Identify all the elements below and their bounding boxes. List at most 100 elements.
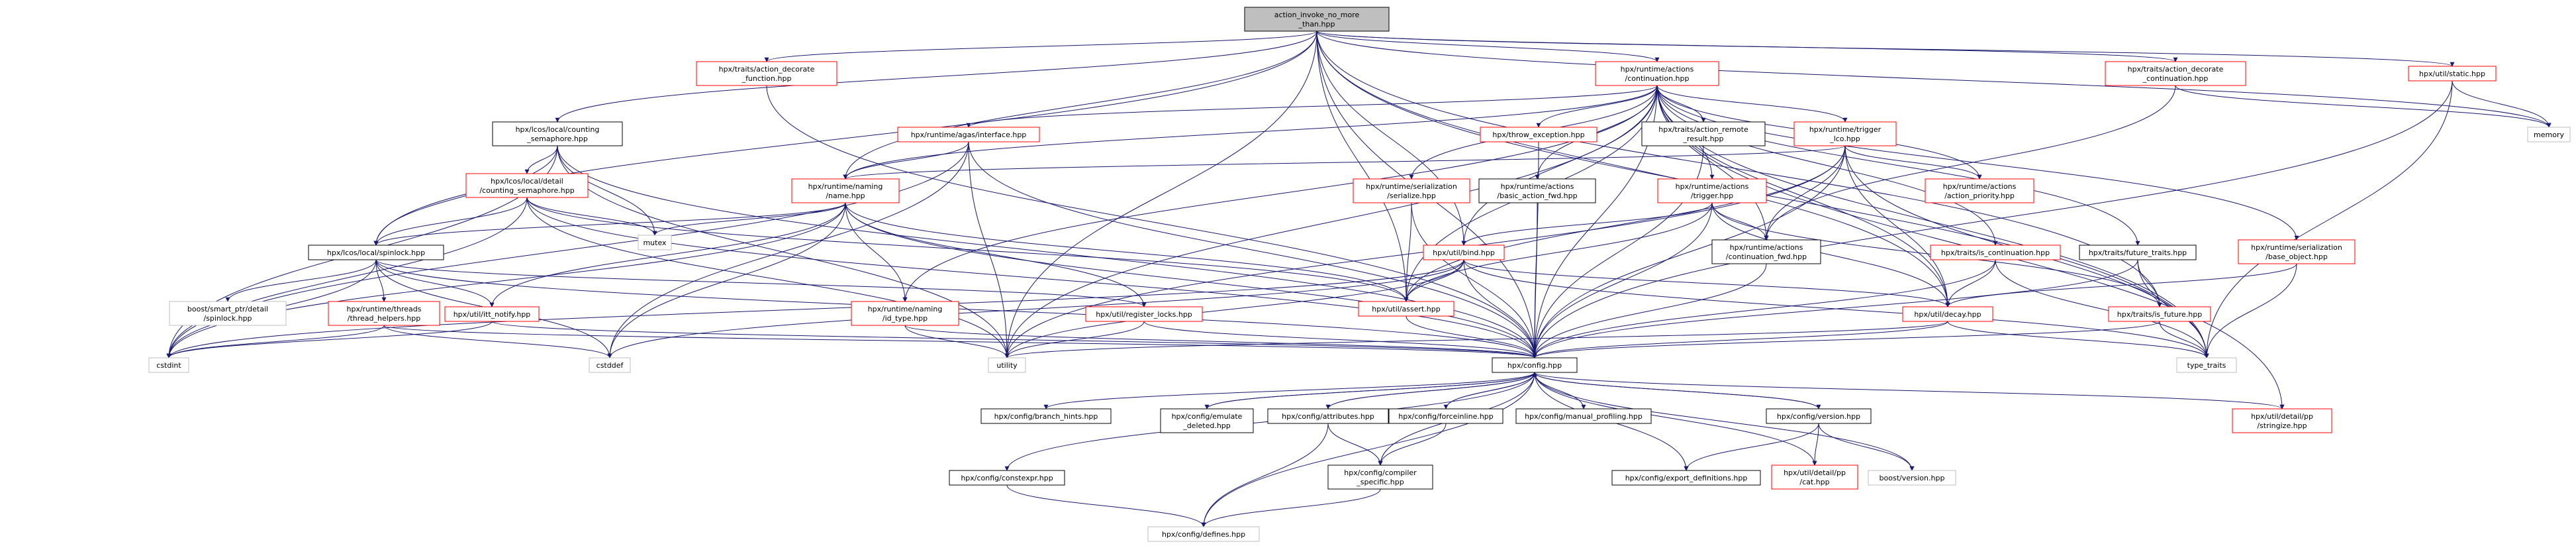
node-base_object[interactable]: hpx/runtime/serialization/base_object.hp… — [2238, 239, 2356, 264]
node-root[interactable]: action_invoke_no_more_than.hpp — [1244, 7, 1390, 32]
node-detail_counting_semaphore[interactable]: hpx/lcos/local/detail/counting_semaphore… — [465, 173, 589, 198]
node-util_static[interactable]: hpx/util/static.hpp — [2408, 66, 2497, 82]
edge-id_type-to-utility — [904, 325, 1010, 358]
node-config[interactable]: hpx/config.hpp — [1492, 357, 1578, 373]
node-pp_cat[interactable]: hpx/util/detail/pp/cat.hpp — [1771, 465, 1858, 490]
node-util_decay[interactable]: hpx/util/decay.hpp — [1902, 306, 1993, 322]
node-id_type[interactable]: hpx/runtime/naming/id_type.hpp — [851, 301, 959, 326]
edge-continuation_fwd-to-config — [1532, 263, 1767, 358]
node-action_decorate_continuation[interactable]: hpx/traits/action_decorate_continuation.… — [2105, 61, 2246, 86]
node-attributes[interactable]: hpx/config/attributes.hpp — [1267, 408, 1389, 424]
edge-actions_trigger-to-config — [1532, 202, 1713, 358]
node-export_definitions[interactable]: hpx/config/export_definitions.hpp — [1611, 470, 1761, 486]
node-agas_interface[interactable]: hpx/runtime/agas/interface.hpp — [897, 127, 1040, 142]
node-label: /base_object.hpp — [2266, 252, 2328, 261]
node-label: hpx/config/branch_hints.hpp — [994, 412, 1098, 421]
node-action_decorate_function[interactable]: hpx/traits/action_decorate_function.hpp — [696, 61, 837, 86]
node-box — [169, 301, 287, 326]
node-boost_spinlock[interactable]: boost/smart_ptr/detail/spinlock.hpp — [169, 301, 287, 326]
node-throw_exception[interactable]: hpx/throw_exception.hpp — [1480, 127, 1598, 142]
edge-naming_name-to-cstdint — [166, 202, 846, 358]
node-label: hpx/lcos/local/counting — [516, 125, 600, 134]
node-cstdint[interactable]: cstdint — [148, 357, 189, 373]
edge-util_bind-to-utility — [1004, 259, 1464, 358]
edge-id_type-to-config — [904, 325, 1537, 358]
node-naming_name[interactable]: hpx/runtime/naming/name.hpp — [791, 178, 900, 203]
node-constexpr[interactable]: hpx/config/constexpr.hpp — [949, 470, 1065, 486]
edge-continuation-to-utility — [1004, 85, 1658, 358]
node-utility[interactable]: utility — [988, 357, 1026, 373]
node-mutex[interactable]: mutex — [638, 235, 672, 250]
node-box — [2238, 239, 2356, 264]
node-memory[interactable]: memory — [2527, 127, 2571, 142]
node-counting_semaphore[interactable]: hpx/lcos/local/counting_semaphore.hpp — [492, 121, 623, 146]
node-label: _deleted.hpp — [1182, 421, 1231, 430]
node-label: hpx/runtime/naming — [868, 305, 943, 313]
node-forceinline[interactable]: hpx/config/forceinline.hpp — [1388, 408, 1503, 424]
node-box — [1147, 526, 1260, 542]
edge-config_version-to-pp_cat — [1812, 423, 1819, 466]
node-box — [2079, 245, 2197, 260]
dependency-edges — [166, 30, 2552, 527]
node-serialization_serialize[interactable]: hpx/runtime/serialization/serialize.hpp — [1353, 178, 1470, 203]
node-compiler_specific[interactable]: hpx/config/compiler_specific.hpp — [1327, 465, 1433, 490]
node-label: /serialize.hpp — [1387, 192, 1436, 200]
edge-util_bind-to-config — [1463, 259, 1537, 358]
node-actions_trigger[interactable]: hpx/runtime/actions/trigger.hpp — [1657, 178, 1767, 203]
node-trigger_lco[interactable]: hpx/runtime/trigger_lco.hpp — [1793, 121, 1897, 146]
node-label: /continuation.hpp — [1625, 74, 1689, 83]
node-is_future[interactable]: hpx/traits/is_future.hpp — [2108, 306, 2211, 322]
edge-register_locks-to-utility — [1004, 321, 1145, 358]
node-label: /name.hpp — [826, 192, 865, 200]
edge-util_bind-to-cstddef — [607, 259, 1464, 358]
edge-is_future-to-config — [1532, 321, 2160, 358]
edge-config-to-pp_cat — [1534, 372, 1817, 466]
node-box — [444, 306, 540, 322]
node-label: /action_priority.hpp — [1944, 192, 2015, 200]
edge-root-to-util_decay — [1316, 30, 1950, 307]
node-boost_version[interactable]: boost/version.hpp — [1868, 470, 1956, 486]
node-emulate_deleted[interactable]: hpx/config/emulate_deleted.hpp — [1160, 408, 1254, 433]
node-basic_action_fwd[interactable]: hpx/runtime/actions/basic_action_fwd.hpp — [1478, 178, 1596, 203]
node-type_traits[interactable]: type_traits — [2176, 357, 2237, 373]
node-action_remote_result[interactable]: hpx/traits/action_remote_result.hpp — [1641, 121, 1766, 146]
node-manual_profiling[interactable]: hpx/config/manual_profiling.hpp — [1515, 408, 1652, 424]
node-action_priority[interactable]: hpx/runtime/actions/action_priority.hpp — [1925, 178, 2034, 203]
node-register_locks[interactable]: hpx/util/register_locks.hpp — [1085, 306, 1203, 322]
node-box — [589, 357, 631, 373]
edge-detail_counting_semaphore-to-mutex — [526, 197, 657, 236]
node-label: type_traits — [2187, 361, 2226, 370]
node-label: hpx/traits/action_remote — [1658, 125, 1748, 134]
node-util_bind[interactable]: hpx/util/bind.hpp — [1423, 245, 1505, 260]
node-label: _function.hpp — [741, 74, 792, 83]
node-util_assert[interactable]: hpx/util/assert.hpp — [1358, 301, 1455, 317]
node-thread_helpers[interactable]: hpx/runtime/threads/thread_helpers.hpp — [328, 301, 440, 326]
edge-is_future-to-type_traits — [2159, 321, 2209, 358]
edge-trigger_lco-to-naming_name — [843, 145, 1846, 180]
node-label: hpx/lcos/local/detail — [491, 177, 563, 186]
node-cstddef[interactable]: cstddef — [589, 357, 631, 373]
node-label: hpx/runtime/naming — [808, 182, 883, 191]
node-config_version[interactable]: hpx/config/version.hpp — [1766, 408, 1872, 424]
node-label: hpx/traits/action_decorate — [2128, 65, 2224, 74]
node-is_continuation[interactable]: hpx/traits/is_continuation.hpp — [1930, 245, 2061, 260]
node-itt_notify[interactable]: hpx/util/itt_notify.hpp — [444, 306, 540, 322]
node-continuation_fwd[interactable]: hpx/runtime/actions/continuation_fwd.hpp — [1711, 239, 1821, 264]
node-label: hpx/util/static.hpp — [2419, 70, 2485, 78]
node-box — [2527, 127, 2571, 142]
edge-base_object-to-type_traits — [2204, 263, 2297, 358]
node-box — [1902, 306, 1993, 322]
node-label: hpx/traits/action_decorate — [719, 65, 815, 74]
node-label: hpx/runtime/actions — [1501, 182, 1574, 191]
node-future_traits[interactable]: hpx/traits/future_traits.hpp — [2079, 245, 2197, 260]
node-continuation[interactable]: hpx/runtime/actions/continuation.hpp — [1595, 61, 1719, 86]
node-box — [2232, 408, 2332, 433]
edge-counting_semaphore-to-config — [557, 145, 1537, 358]
node-box — [2408, 66, 2497, 82]
node-spinlock[interactable]: hpx/lcos/local/spinlock.hpp — [308, 245, 444, 260]
node-stringize[interactable]: hpx/util/detail/pp/stringize.hpp — [2232, 408, 2332, 433]
edge-agas_interface-to-naming_name — [843, 141, 969, 180]
node-box — [696, 61, 837, 86]
node-branch_hints[interactable]: hpx/config/branch_hints.hpp — [980, 408, 1112, 424]
node-config_defines[interactable]: hpx/config/defines.hpp — [1147, 526, 1260, 542]
